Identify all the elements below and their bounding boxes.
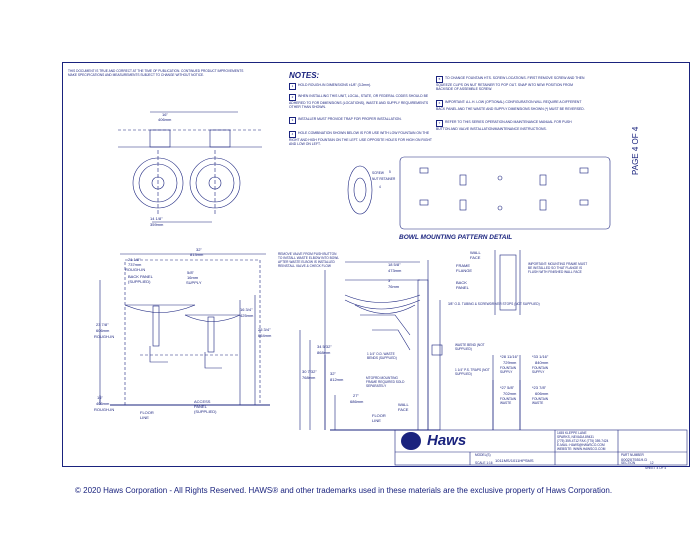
- title-block: Haws 1455 KLEPPE LANE SPARKS, NEVADA 894…: [395, 430, 687, 470]
- section-value: 12: [650, 461, 654, 465]
- part-number-value: 0002075519.D: [621, 457, 648, 462]
- front-h2-mm: 654mm: [258, 333, 272, 338]
- bowl-screw: SCREW: [372, 171, 384, 175]
- front-supply: 5/8": [187, 270, 194, 275]
- front-h2: 25 3/4": [258, 327, 271, 332]
- side-zero-mm: 76mm: [388, 284, 400, 289]
- part-number-label: PART NUMBER: [621, 453, 644, 457]
- bowl-mounting-title: BOWL MOUNTING PATTERN DETAIL: [399, 234, 513, 241]
- models-label: MODEL(S): [475, 453, 491, 457]
- sheet: SHEET 4 OF 4: [645, 466, 667, 470]
- side-h-b: 30 7/32": [302, 369, 317, 374]
- scale: SCALE 1:16: [475, 461, 493, 465]
- address-3: (775) 359-4712 FAX (775) 359-7424: [557, 439, 609, 443]
- front-access-panel: ACCESS PANEL (SUPPLIED): [194, 399, 217, 414]
- side-wall-face: WALL FACE: [470, 250, 481, 260]
- front-supply-mm: 16mm: [187, 275, 199, 280]
- side-remove-note: REMOVE VALVE FROM PUSH BUTTON TO INSTALL…: [278, 252, 339, 268]
- side-zero: 3": [388, 278, 392, 283]
- front-floor-line: FLOOR LINE: [140, 410, 154, 420]
- side-tubing: 3/8" O.D. TUBING & SCREWDRIVER STOPS (NO…: [448, 302, 540, 306]
- side-h-d-mm: 686mm: [350, 399, 364, 404]
- front-h1-mm: 425mm: [240, 313, 254, 318]
- front-h3-mm: 606mm: [96, 328, 110, 333]
- front-rough: 21 1/8": [128, 257, 141, 262]
- models-value: 1011MS/1011HPSMS: [495, 458, 534, 463]
- side-f1: *28 11/16": [500, 354, 519, 359]
- top-dim-1: 16": [162, 112, 168, 117]
- side-h-a: 34 5/32": [317, 344, 332, 349]
- brand-name: Haws: [427, 432, 467, 449]
- disclaimer-line-2: MAKE SPECIFICATIONS AND MEASUREMENTS SUB…: [68, 73, 205, 77]
- front-h3: 23 7/8": [96, 322, 109, 327]
- side-h-c: 32": [330, 371, 336, 376]
- side-f2-mm: 840mm: [535, 360, 549, 365]
- front-h3-label: ROUGH-IN: [94, 334, 115, 339]
- side-f1-label: FOUNTAIN SUPPLY: [500, 366, 517, 374]
- front-h1: 16 3/4": [240, 307, 253, 312]
- side-frame-flange: FRAME FLANGE: [456, 263, 473, 273]
- side-floor-line: FLOOR LINE: [372, 413, 386, 423]
- side-f3-mm: 702mm: [503, 391, 517, 396]
- side-h-d: 27": [353, 393, 359, 398]
- side-trap: 1 1/4" P.S. TRAPS (NOT SUPPLIED): [455, 368, 490, 376]
- notes-title: NOTES:: [289, 71, 320, 80]
- side-h-c-mm: 812mm: [330, 377, 344, 382]
- side-f2: *33 1/16": [532, 354, 549, 359]
- top-dim-1-mm: 406mm: [158, 117, 172, 122]
- side-waste-bend: WASTE BEND (NOT SUPPLIED): [455, 343, 485, 351]
- address-1: 1455 KLEPPE LANE: [557, 431, 587, 435]
- address-2: SPARKS, NEVADA 89431: [557, 435, 594, 439]
- side-f4: *23 7/8": [532, 385, 547, 390]
- bowl-callout-5: 5: [389, 170, 391, 174]
- bowl-callout-4: 4: [379, 185, 381, 189]
- haws-logo-icon: [401, 432, 421, 450]
- side-h-b-mm: 768mm: [302, 375, 316, 380]
- side-depth: 18 5/8": [388, 262, 401, 267]
- side-f3: *27 5/8": [500, 385, 515, 390]
- front-rough-mm: 737mm: [128, 262, 142, 267]
- section-label: SECTION: [621, 461, 636, 465]
- side-f2-label: FOUNTAIN SUPPLY: [532, 366, 549, 374]
- side-mounting-frame: MTGFRD MOUNTING FRAME REQUIRED SOLD SEPA…: [366, 376, 405, 388]
- front-supply-label: SUPPLY: [186, 280, 202, 285]
- front-h4: 16": [97, 395, 103, 400]
- front-back-panel: BACK PANEL (SUPPLIED): [128, 274, 153, 284]
- side-important: IMPORTANT: MOUNTING FRAME MUST BE INSTAL…: [528, 262, 588, 274]
- side-f4-mm: 606mm: [535, 391, 549, 396]
- side-wall-face-2: WALL FACE: [398, 402, 409, 412]
- top-dim-2-mm: 359mm: [150, 222, 164, 227]
- side-h-a-mm: 868mm: [317, 350, 331, 355]
- front-h4-label: ROUGH-IN: [94, 407, 115, 412]
- side-depth-mm: 473mm: [388, 268, 402, 273]
- front-width: 32": [196, 247, 202, 252]
- front-rough-label: ROUGH-IN: [125, 267, 146, 272]
- front-width-mm: 813mm: [190, 252, 204, 257]
- disclaimer-line-1: THIS DOCUMENT IS TRUE AND CORRECT AT THE…: [68, 69, 244, 73]
- side-od-waste: 1 1/4" O.D. WASTE BENDS (SUPPLIED): [367, 352, 397, 360]
- side-back-panel: BACK PANEL: [456, 280, 469, 290]
- front-h4-mm: 406mm: [96, 401, 110, 406]
- address-4: E-MAIL: HAWS@HAWSCO.COM: [557, 443, 605, 447]
- copyright-line: © 2020 Haws Corporation - All Rights Res…: [75, 486, 613, 495]
- side-f1-mm: 729mm: [503, 360, 517, 365]
- top-dim-2: 14 1/8": [150, 216, 163, 221]
- bowl-nut-retainer: NUT RETAINER: [372, 177, 396, 181]
- address-5: WEBSITE: WWW.HAWSCO.COM: [557, 447, 606, 451]
- side-f3-label: FOUNTAIN WASTE: [500, 397, 517, 405]
- drawing-sheet-border: [62, 62, 690, 467]
- side-f4-label: FOUNTAIN WASTE: [532, 397, 549, 405]
